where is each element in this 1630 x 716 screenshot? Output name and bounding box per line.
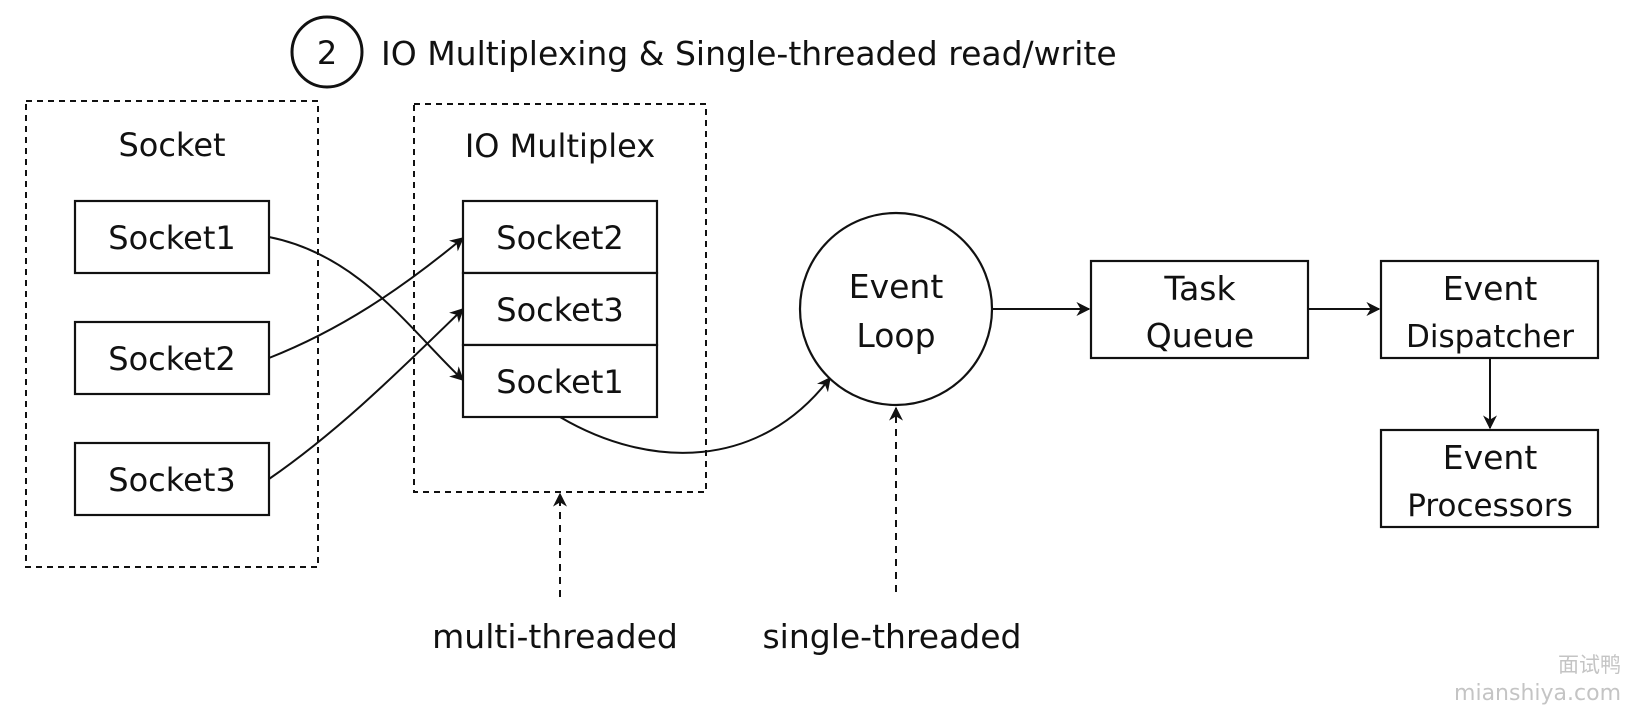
multiplex-group-border xyxy=(413,103,707,493)
socket-node-2 xyxy=(73,320,271,396)
socket-node-3-label: Socket3 xyxy=(108,461,235,499)
event-dispatcher-label-line2: Dispatcher xyxy=(1406,319,1574,355)
event-processors-node: Event Processors xyxy=(1379,428,1600,529)
event-dispatcher-label-line1: Event xyxy=(1443,269,1538,308)
diagram-header: 2 IO Multiplexing & Single-threaded read… xyxy=(290,15,1117,89)
multiplex-slot-1-label: Socket2 xyxy=(496,219,623,257)
diagram-title: IO Multiplexing & Single-threaded read/w… xyxy=(381,34,1117,73)
task-queue-label-line1: Task xyxy=(1163,269,1236,308)
single-threaded-label: single-threaded xyxy=(762,617,1021,656)
multiplex-slot-3 xyxy=(461,343,659,419)
socket-node-1-label: Socket1 xyxy=(108,219,235,257)
socket-node-3 xyxy=(73,441,271,517)
task-queue-label-line2: Queue xyxy=(1146,316,1254,355)
edge-socket1-to-multiplex xyxy=(268,236,465,381)
multiplex-slot-1 xyxy=(461,199,659,275)
multiplex-group: IO Multiplex Socket2 Socket3 Socket1 xyxy=(413,103,707,493)
watermark-url: mianshiya.com xyxy=(1454,681,1621,706)
step-number: 2 xyxy=(317,34,337,72)
socket-group-title: Socket xyxy=(118,126,225,164)
multi-threaded-label: multi-threaded xyxy=(432,617,678,656)
event-loop-circle xyxy=(798,211,994,407)
event-dispatcher-box xyxy=(1379,259,1600,360)
event-processors-label-line1: Event xyxy=(1443,438,1538,477)
socket-node-2-label: Socket2 xyxy=(108,340,235,378)
multiplex-group-title: IO Multiplex xyxy=(465,127,655,165)
watermark-cn: 面试鸭 xyxy=(1558,653,1621,677)
socket-node-1 xyxy=(73,199,271,275)
event-loop-label-line2: Loop xyxy=(856,316,935,355)
event-loop-label-line1: Event xyxy=(849,267,944,306)
socket-group-border xyxy=(25,100,319,568)
multiplex-slot-3-label: Socket1 xyxy=(496,363,623,401)
multiplex-slot-2-label: Socket3 xyxy=(496,291,623,329)
task-queue-node: Task Queue xyxy=(1089,259,1310,360)
event-processors-box xyxy=(1379,428,1600,529)
edge-socket3-to-multiplex xyxy=(268,308,465,480)
edge-socket2-to-multiplex xyxy=(268,237,465,359)
step-number-circle xyxy=(290,15,364,89)
event-dispatcher-node: Event Dispatcher xyxy=(1379,259,1600,360)
event-loop-node: Event Loop xyxy=(798,211,994,407)
event-processors-label-line2: Processors xyxy=(1407,488,1572,524)
socket-group: Socket Socket1 Socket2 Socket3 xyxy=(25,100,319,568)
edge-multiplex-to-event-loop xyxy=(559,376,831,454)
